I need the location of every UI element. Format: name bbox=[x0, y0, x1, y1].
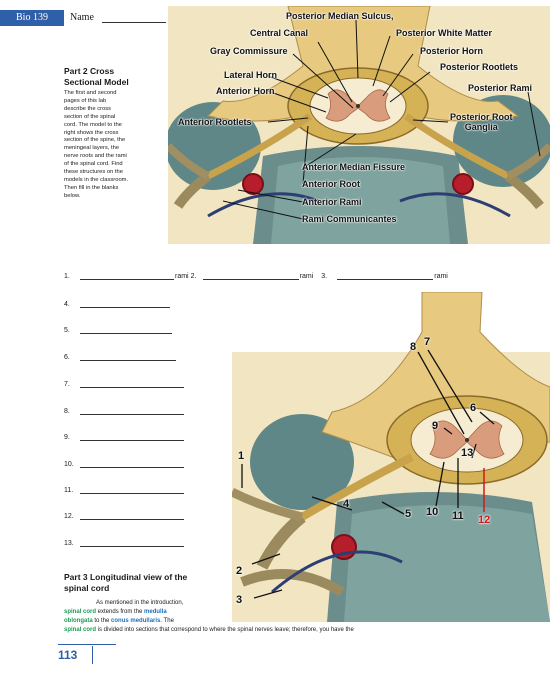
blank-row-5: 5. bbox=[64, 326, 172, 334]
part2-title: Part 2 Cross Sectional Model bbox=[64, 66, 129, 87]
label-anterior-root: Anterior Root bbox=[302, 179, 360, 189]
answer-blank-7[interactable] bbox=[80, 380, 184, 388]
answer-blank-4[interactable] bbox=[80, 300, 170, 308]
figure-cross-section-labeled: Posterior Median Sulcus, Central Canal P… bbox=[168, 6, 550, 244]
answer-blank-6[interactable] bbox=[80, 353, 176, 361]
label-anterior-horn: Anterior Horn bbox=[216, 86, 275, 96]
course-tab: Bio 139 bbox=[0, 10, 64, 26]
answer-blank-2[interactable] bbox=[202, 272, 299, 280]
label-anterior-rootlets: Anterior Rootlets bbox=[178, 117, 252, 127]
blank-row-4: 4. bbox=[64, 300, 170, 308]
blank-row-7: 7. bbox=[64, 380, 184, 388]
part3-line-3: oblongata to the conus medullaris. The bbox=[64, 618, 174, 624]
blank-row-9: 9. bbox=[64, 433, 184, 441]
fig2-label-2: 2 bbox=[236, 565, 243, 577]
label-posterior-rami: Posterior Rami bbox=[468, 83, 533, 93]
answer-blank-13[interactable] bbox=[80, 539, 184, 547]
label-lateral-horn: Lateral Horn bbox=[224, 70, 278, 80]
answer-blank-3[interactable] bbox=[337, 272, 434, 280]
fig2-label-9: 9 bbox=[432, 420, 439, 432]
fig2-label-1: 1 bbox=[238, 450, 245, 462]
label-central-canal: Central Canal bbox=[250, 28, 309, 38]
name-label: Name bbox=[70, 12, 94, 23]
blank-row-1-3: 1. rami 2. rami 3. rami bbox=[64, 272, 448, 280]
part2-intro: Part 2 Cross Sectional Model The first a… bbox=[64, 66, 164, 201]
fig2-label-10: 10 bbox=[426, 506, 439, 518]
part3-title: Part 3 Longitudinal view of the spinal c… bbox=[64, 572, 188, 593]
label-anterior-rami: Anterior Rami bbox=[302, 197, 362, 207]
numbered-cross-section-illustration bbox=[232, 292, 550, 622]
part2-body: The first and second pages of this lab d… bbox=[64, 90, 129, 199]
blank-row-8: 8. bbox=[64, 407, 184, 415]
page-number: 113 bbox=[58, 648, 78, 662]
label-posterior-white-matter: Posterior White Matter bbox=[396, 28, 493, 38]
fig2-label-11: 11 bbox=[452, 510, 464, 522]
label-posterior-root-ganglia: Posterior Root Ganglia bbox=[450, 112, 513, 132]
page-number-rule bbox=[58, 644, 116, 645]
label-rami-communicantes: Rami Communicantes bbox=[302, 214, 397, 224]
name-blank-line[interactable] bbox=[102, 22, 166, 23]
fig2-label-8: 8 bbox=[410, 341, 417, 353]
fig2-label-12: 12 bbox=[478, 514, 491, 526]
answer-blank-8[interactable] bbox=[80, 407, 184, 415]
answer-blank-11[interactable] bbox=[80, 486, 184, 494]
blank-row-6: 6. bbox=[64, 353, 176, 361]
answer-blank-10[interactable] bbox=[80, 460, 184, 468]
label-posterior-rootlets: Posterior Rootlets bbox=[440, 62, 519, 72]
blank-row-13: 13. bbox=[64, 539, 184, 547]
part3-line-2: spinal cord extends from the medulla bbox=[64, 609, 167, 615]
label-posterior-median-sulcus: Posterior Median Sulcus, bbox=[286, 11, 394, 21]
label-gray-commissure: Gray Commissure bbox=[210, 46, 288, 56]
label-anterior-median-fissure: Anterior Median Fissure bbox=[302, 162, 406, 172]
blank-row-11: 11. bbox=[64, 486, 184, 494]
answer-blank-9[interactable] bbox=[80, 433, 184, 441]
cross-section-illustration bbox=[168, 6, 550, 244]
answer-blank-1[interactable] bbox=[80, 272, 174, 280]
fig2-label-7: 7 bbox=[424, 336, 431, 348]
fig2-label-3: 3 bbox=[236, 594, 243, 606]
figure-cross-section-numbered: 1 2 3 4 5 6 7 8 9 10 11 12 13 bbox=[232, 292, 550, 622]
page-number-divider bbox=[92, 646, 93, 664]
fig2-label-6: 6 bbox=[470, 402, 477, 414]
blank-row-12: 12. bbox=[64, 512, 184, 520]
part3-line-4: spinal cord is divided into sections tha… bbox=[64, 627, 354, 633]
fig2-label-4: 4 bbox=[343, 498, 350, 510]
answer-blank-12[interactable] bbox=[80, 512, 184, 520]
blank-row-10: 10. bbox=[64, 460, 184, 468]
fig2-label-13: 13 bbox=[461, 447, 474, 459]
answer-blank-5[interactable] bbox=[80, 326, 172, 334]
label-posterior-horn: Posterior Horn bbox=[420, 46, 484, 56]
fig2-label-5: 5 bbox=[405, 508, 412, 520]
part3-line-1: As mentioned in the introduction, bbox=[96, 600, 184, 606]
